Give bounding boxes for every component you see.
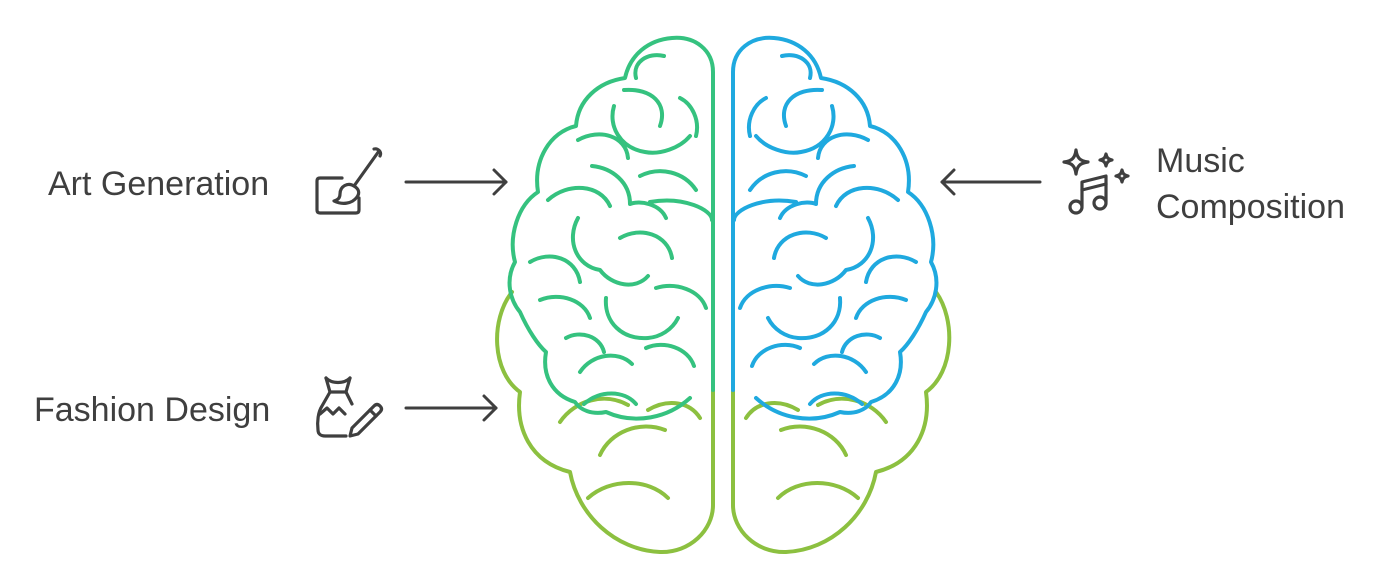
label-music-composition: Music Composition: [1156, 138, 1345, 230]
label-music-line1: Music: [1156, 142, 1245, 180]
label-art-generation: Art Generation: [48, 165, 270, 203]
arrow-music-to-brain: [940, 168, 1042, 196]
left-hemisphere-upper: [507, 35, 715, 421]
arrow-art-to-brain: [404, 168, 508, 196]
paintbrush-canvas-icon: [312, 146, 384, 218]
label-music-line2: Composition: [1156, 188, 1345, 226]
dress-pencil-icon: [312, 372, 388, 444]
right-hemisphere-upper: [731, 35, 939, 421]
arrow-fashion-to-brain: [404, 394, 498, 422]
sparkles-music-note-icon: [1060, 146, 1132, 218]
label-fashion-design: Fashion Design: [34, 391, 271, 429]
left-hemisphere-lower: [495, 290, 715, 555]
